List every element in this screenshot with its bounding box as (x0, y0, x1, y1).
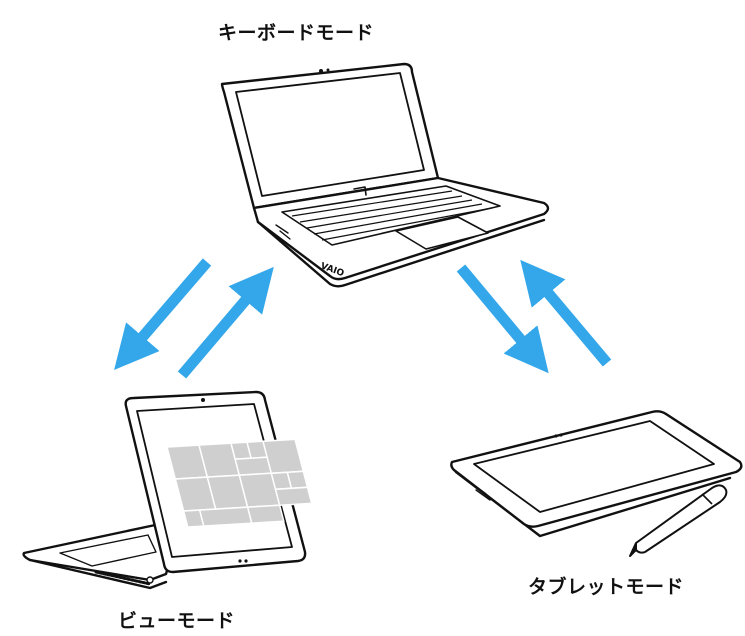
tablet-mode-device (450, 410, 743, 538)
arrow-tablet-to-keyboard (520, 259, 612, 367)
keyboard-keys (291, 190, 493, 241)
arrow-keyboard-to-tablet (456, 264, 549, 374)
keyboard-mode-laptop (220, 62, 550, 288)
view-mode-label: ビューモード (118, 610, 236, 632)
view-mode-screen-tiles (166, 438, 313, 528)
arrow-keyboard-to-view (114, 258, 212, 371)
stylus-pen (629, 484, 728, 557)
keyboard-mode-label: キーボードモード (218, 22, 375, 44)
arrow-view-to-keyboard (177, 266, 274, 379)
tablet-mode-label: タブレットモード (528, 576, 685, 598)
transition-arrows (114, 258, 612, 379)
